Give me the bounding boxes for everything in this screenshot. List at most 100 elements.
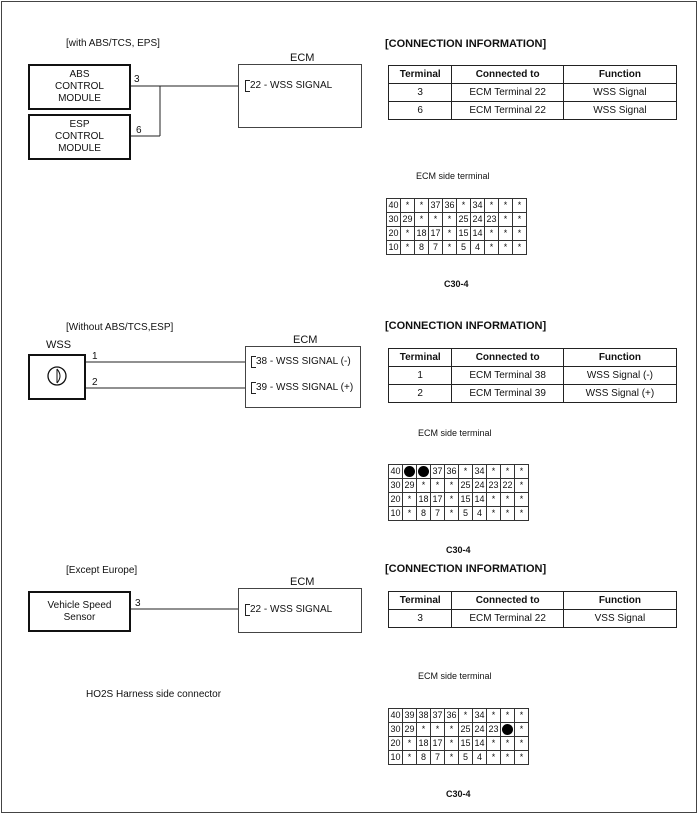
- connector-pin: *: [514, 478, 529, 493]
- connector-pin: *: [400, 240, 415, 255]
- connector-pin: 40: [388, 464, 403, 479]
- connector-pin: *: [402, 492, 417, 507]
- section2-ecm-pin1-label: 38 - WSS SIGNAL (-): [256, 356, 351, 367]
- connector-pin: 15: [456, 226, 471, 241]
- cell-function: WSS Signal: [562, 101, 678, 120]
- connector-pin: *: [416, 478, 431, 493]
- section2-ecm-pin2-bracket: [251, 382, 256, 394]
- connector-pin: 18: [416, 736, 431, 751]
- cell-function: WSS Signal (-): [562, 366, 678, 385]
- connector-pin: *: [442, 226, 457, 241]
- connector-pin: *: [458, 708, 473, 723]
- cell-connected-to: ECM Terminal 39: [451, 384, 564, 403]
- connector-pin: 29: [400, 212, 415, 227]
- connector-pin: 8: [416, 506, 431, 521]
- col-terminal: Terminal: [387, 348, 453, 367]
- cell-terminal: 3: [387, 83, 453, 102]
- connector-pin: *: [430, 478, 445, 493]
- connector-pin: *: [514, 492, 529, 507]
- wss-sensor-icon: [47, 366, 67, 386]
- connector-pin: *: [402, 736, 417, 751]
- connector-pin: 20: [388, 492, 403, 507]
- connector-pin: 30: [388, 722, 403, 737]
- connector-pin: 37: [430, 708, 445, 723]
- col-connected-to: Connected to: [451, 65, 564, 84]
- connector-pin: 38: [416, 708, 431, 723]
- connector-pin: 29: [402, 478, 417, 493]
- connector-pin: *: [514, 708, 529, 723]
- connector-pin: *: [500, 708, 515, 723]
- connector-pin: 39: [402, 708, 417, 723]
- section3-ecm-pin-label: 22 - WSS SIGNAL: [250, 604, 333, 615]
- esp-control-module: ESP CONTROL MODULE: [28, 114, 131, 160]
- table-row: 2 ECM Terminal 39 WSS Signal (+): [387, 384, 678, 403]
- connector-pin: *: [458, 464, 473, 479]
- section1-ecm-side-terminal: ECM side terminal: [416, 171, 490, 181]
- connector-pin: 10: [386, 240, 401, 255]
- cell-terminal: 2: [387, 384, 453, 403]
- connector-pin: 15: [458, 492, 473, 507]
- col-function: Function: [562, 65, 678, 84]
- section3-ecm-box: [238, 588, 362, 633]
- connector-pin: *: [514, 736, 529, 751]
- connector-pin: *: [514, 722, 529, 737]
- cell-function: WSS Signal: [562, 83, 678, 102]
- cell-connected-to: ECM Terminal 22: [451, 83, 564, 102]
- section1-connection-table: Terminal Connected to Function 3 ECM Ter…: [387, 65, 678, 120]
- section2-ecm-box: [245, 346, 361, 408]
- wss-sensor: [28, 354, 86, 400]
- connector-pin: 36: [444, 708, 459, 723]
- connector-pin: 18: [414, 226, 429, 241]
- connector-pin: 4: [470, 240, 485, 255]
- connector-pin: *: [514, 464, 529, 479]
- connector-pin: *: [428, 212, 443, 227]
- connector-pin: *: [444, 736, 459, 751]
- section1-note: [with ABS/TCS, EPS]: [66, 38, 160, 49]
- cell-terminal: 6: [387, 101, 453, 120]
- cell-function: VSS Signal: [562, 609, 678, 628]
- connector-pin: *: [444, 750, 459, 765]
- table-row: 1 ECM Terminal 38 WSS Signal (-): [387, 366, 678, 385]
- section1-connector-code: C30-4: [444, 279, 469, 289]
- connector-pin: 18: [416, 492, 431, 507]
- connector-pin: *: [512, 198, 527, 213]
- table-row: 3 ECM Terminal 22 WSS Signal: [387, 83, 678, 102]
- connector-pin: *: [500, 492, 515, 507]
- connector-pin: 17: [430, 492, 445, 507]
- section2-connector-code: C30-4: [446, 545, 471, 555]
- connector-pin: *: [486, 464, 501, 479]
- connector-pin: 8: [416, 750, 431, 765]
- vss-pin-number: 3: [135, 598, 141, 609]
- connector-pin: *: [498, 212, 513, 227]
- col-terminal: Terminal: [387, 65, 453, 84]
- connector-pin: *: [456, 198, 471, 213]
- connector-pin: *: [416, 722, 431, 737]
- connector-pin: 23: [484, 212, 499, 227]
- cell-function: WSS Signal (+): [562, 384, 678, 403]
- connector-pin: *: [414, 198, 429, 213]
- connector-pin: *: [444, 492, 459, 507]
- vss-line1: Vehicle Speed: [47, 599, 112, 611]
- connector-pin: 7: [430, 506, 445, 521]
- connector-pin: 10: [388, 506, 403, 521]
- table-row: 6 ECM Terminal 22 WSS Signal: [387, 101, 678, 120]
- connector-pin: *: [500, 736, 515, 751]
- vss-line2: Sensor: [63, 611, 96, 623]
- connector-pin: 23: [486, 722, 501, 737]
- connector-pin: *: [484, 198, 499, 213]
- connector-pin: 34: [472, 708, 487, 723]
- connector-pin: *: [500, 464, 515, 479]
- connector-pin: 40: [386, 198, 401, 213]
- section3-connector-code: C30-4: [446, 789, 471, 799]
- connector-pin: 20: [388, 736, 403, 751]
- connector-pin: 24: [472, 722, 487, 737]
- section2-ecm-pin2-label: 39 - WSS SIGNAL (+): [256, 382, 354, 393]
- wss-pin2-number: 2: [92, 377, 98, 388]
- abs-module-line3: MODULE: [58, 93, 101, 104]
